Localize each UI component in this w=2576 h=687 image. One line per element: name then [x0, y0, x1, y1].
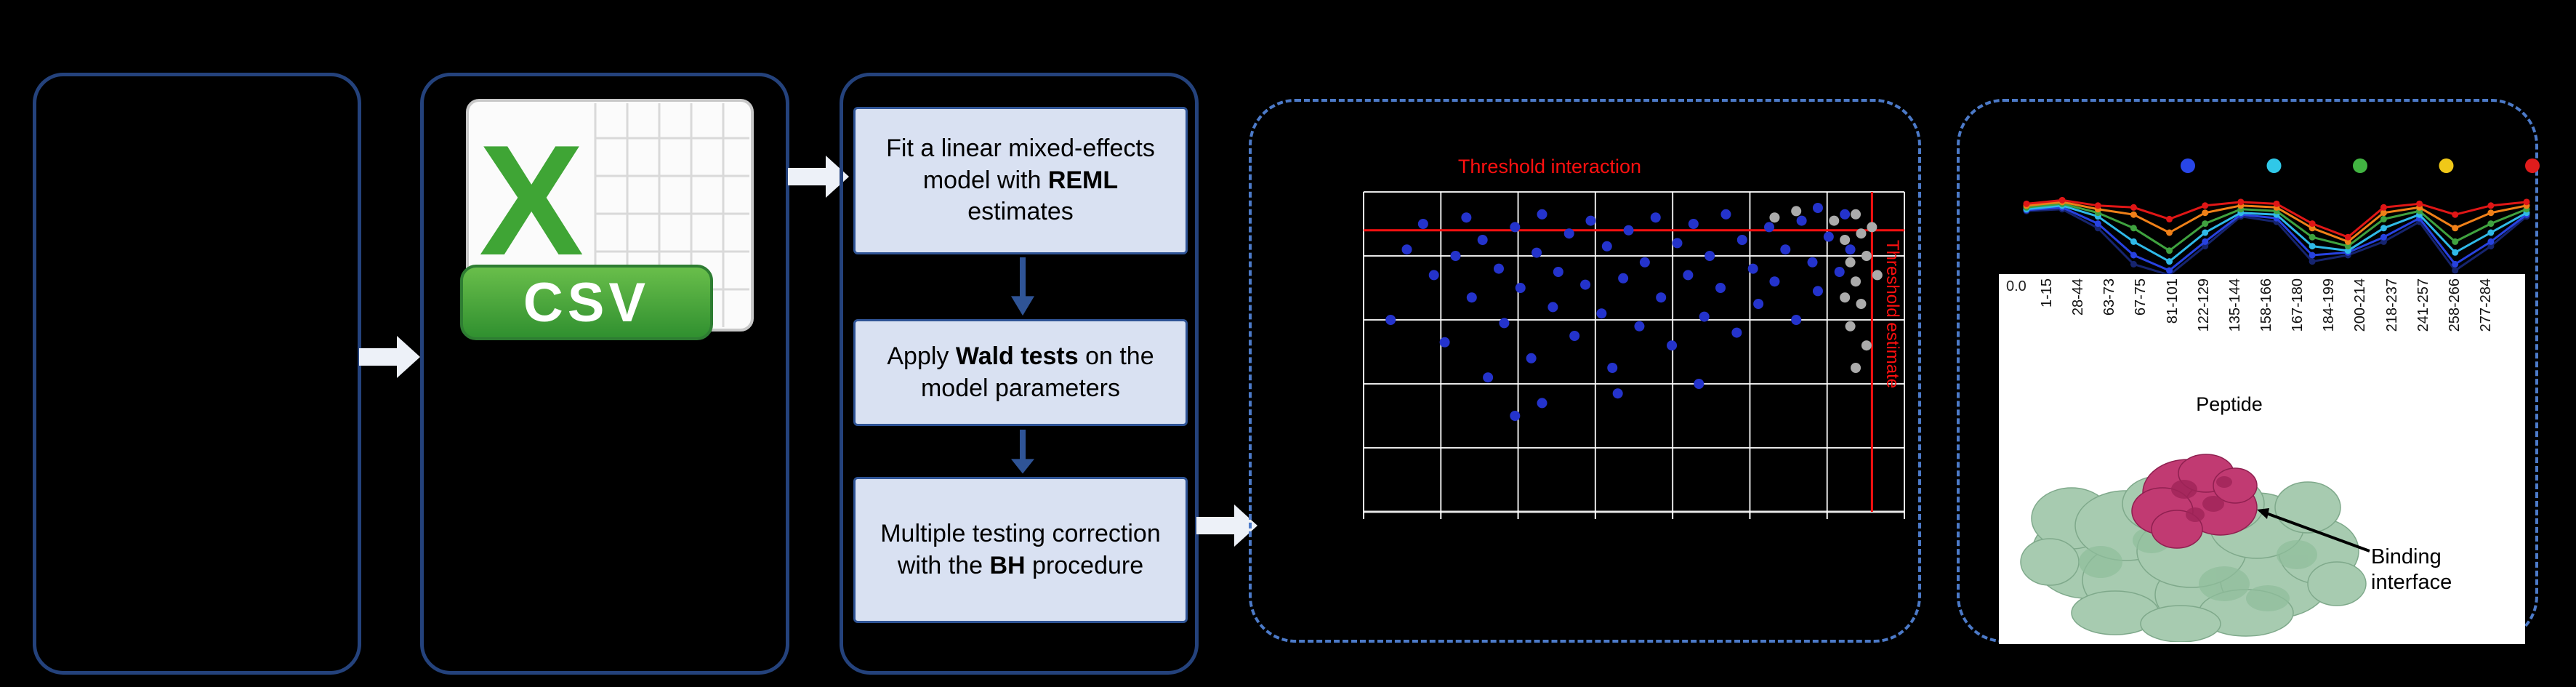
scatter-plot-layer: [1363, 191, 1905, 519]
peptide-tick-label: 135-144: [2226, 278, 2243, 332]
peptide-tick-label: 241-257: [2415, 278, 2431, 332]
flow-arrow-icon: [788, 156, 849, 198]
legend-dot-icon: [2525, 158, 2540, 173]
legend-dot-icon: [2439, 158, 2454, 173]
pipeline-step-wald: Apply Wald tests on the model parameters: [853, 319, 1188, 426]
peptide-tick-label: 158-166: [2258, 278, 2274, 332]
csv-banner: [460, 265, 713, 340]
peptide-axis-labels: 1-15 28-44 63-73 67-75 81-101 122-129 135-144 1…: [2039, 278, 2494, 389]
protein-structure-image: [2020, 454, 2370, 642]
annotation-arrow-icon: [2257, 508, 2370, 553]
csv-data-box: X CSV: [420, 73, 789, 675]
scatter-points-blue: [1385, 203, 1856, 421]
down-arrow-icon: [1011, 257, 1034, 316]
peptide-axis-title: Peptide: [2196, 393, 2263, 415]
interaction-scatter-chart: Threshold interaction Threshold estimate: [1363, 156, 1905, 519]
peptide-tick-label: 81-101: [2164, 278, 2181, 324]
legend-dot-icon: [2181, 158, 2195, 173]
scatter-threshold-interaction-label: Threshold interaction: [1458, 156, 1641, 177]
scatter-results-panel: Threshold interaction Threshold estimate: [1249, 99, 1921, 643]
model-steps-box: Fit a linear mixed-effects model with RE…: [840, 73, 1199, 675]
uptake-ytick-label: 0.0: [2006, 278, 2026, 294]
flow-arrow-icon: [1196, 505, 1257, 547]
down-arrow-icon: [1011, 430, 1034, 474]
protein-surface-shading: [2079, 527, 2317, 611]
state-legend-dots: [2181, 158, 2540, 173]
legend-dot-icon: [2266, 158, 2282, 173]
excel-x-logo-icon: X: [479, 112, 584, 288]
uptake-line-chart: [2023, 158, 2540, 278]
pipeline-step-bh: Multiple testing correction with the BH …: [853, 477, 1188, 623]
peptide-tick-label: 122-129: [2195, 278, 2212, 332]
peptide-tick-label: 277-284: [2477, 278, 2494, 332]
peptide-tick-label: 63-73: [2101, 278, 2118, 316]
scatter-points-gray: [1769, 206, 1883, 373]
peptide-tick-label: 218-237: [2383, 278, 2400, 332]
pipeline-step-reml: Fit a linear mixed-effects model with RE…: [853, 107, 1188, 254]
peptide-tick-label: 258-266: [2446, 278, 2463, 332]
flow-arrow-icon: [359, 336, 420, 378]
csv-label: CSV: [523, 272, 650, 334]
peptide-tick-label: 1-15: [2039, 278, 2055, 308]
uptake-series-lines: [2023, 196, 2530, 278]
input-box: [33, 73, 361, 675]
pipeline-step-text: Multiple testing correction with the BH …: [880, 519, 1161, 579]
peptide-tick-label: 200-214: [2352, 278, 2369, 332]
csv-file-icon: X CSV: [460, 99, 754, 340]
structure-results-panel: 0.0 1-15 28-44 63-73 67-75 81-101 122-129 135-…: [1957, 99, 2540, 644]
peptide-tick-label: 184-199: [2321, 278, 2338, 332]
pipeline-step-text: Apply Wald tests on the model parameters: [887, 342, 1154, 402]
peptide-tick-label: 28-44: [2070, 278, 2087, 316]
peptide-axis-panel: 0.0 1-15 28-44 63-73 67-75 81-101 122-129 135-…: [1999, 274, 2525, 644]
peptide-tick-label: 167-180: [2290, 278, 2306, 332]
peptide-tick-label: 67-75: [2133, 278, 2149, 316]
legend-dot-icon: [2353, 158, 2367, 173]
binding-interface-label: Binding interface: [2371, 545, 2452, 594]
binding-interface-shading: [2171, 476, 2232, 522]
scatter-threshold-estimate-label: Threshold estimate: [1883, 240, 1902, 388]
pipeline-step-text: Fit a linear mixed-effects model with RE…: [886, 134, 1155, 226]
